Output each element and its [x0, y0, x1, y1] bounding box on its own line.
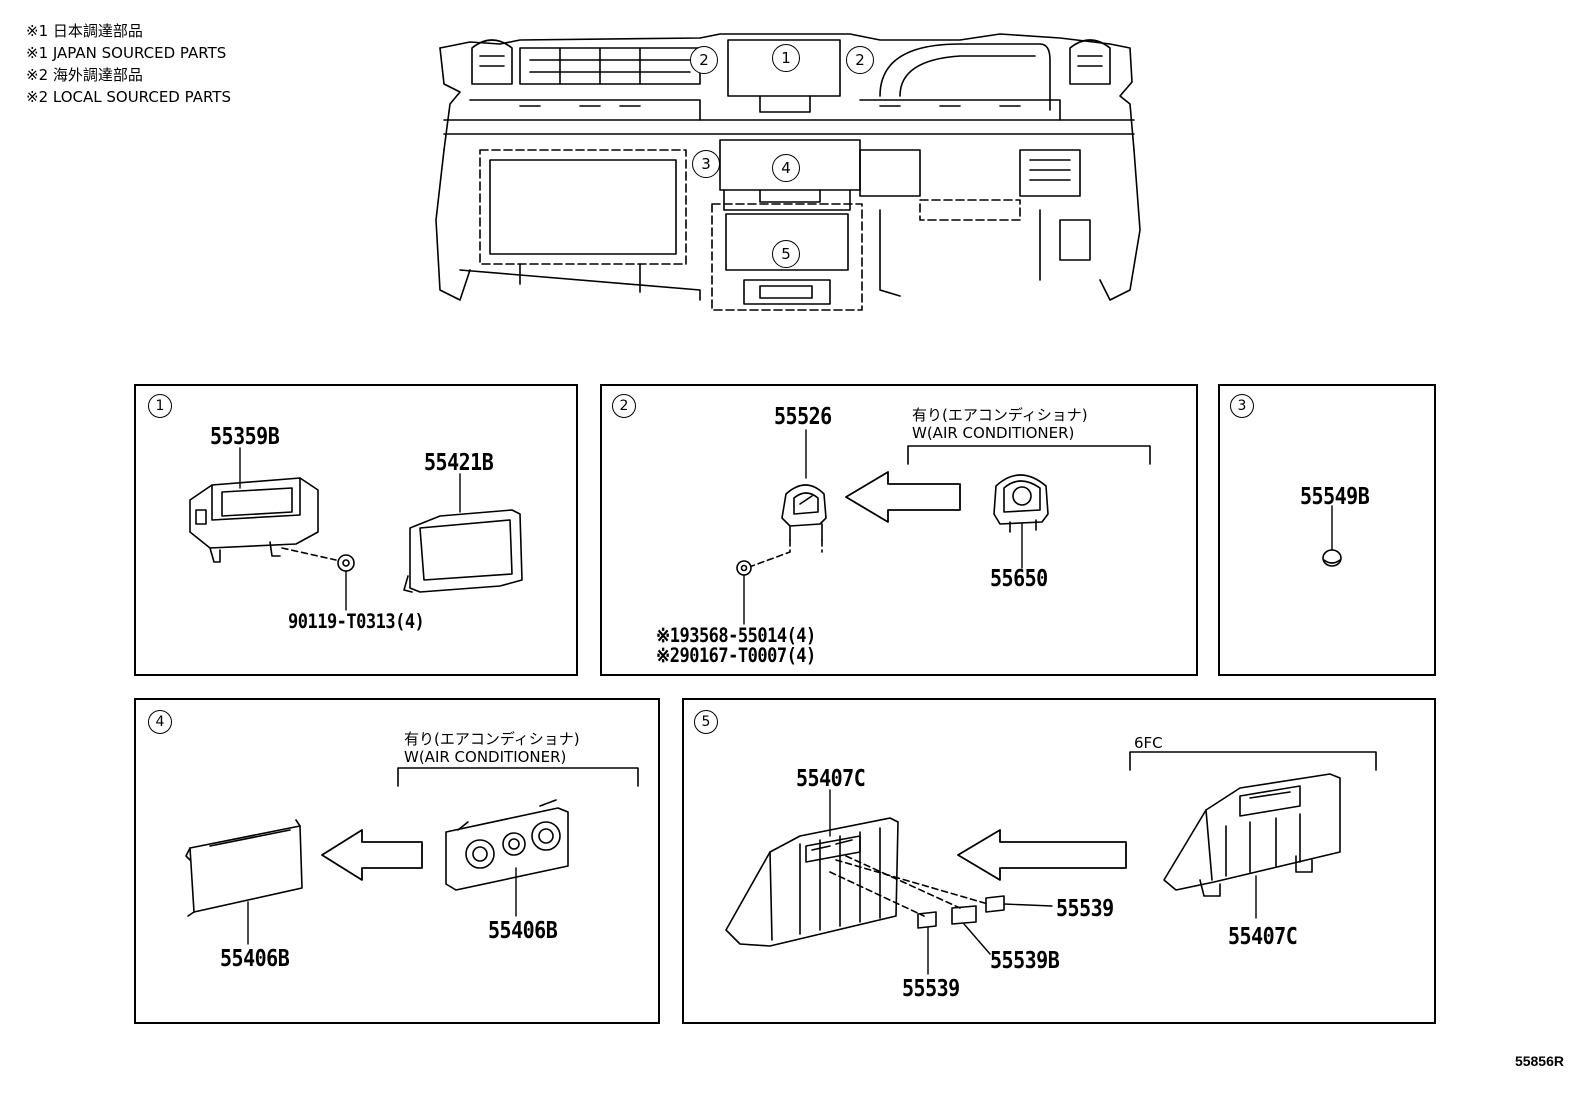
panel-2: 2 — [600, 384, 1198, 676]
part-label-55407c-left: 55407C — [796, 764, 866, 792]
part-label-55359b: 55359B — [210, 422, 280, 450]
part-label-55539-upper: 55539 — [1056, 894, 1114, 922]
overview-marker-1: 1 — [772, 44, 800, 72]
panel-5: 5 — [682, 698, 1436, 1024]
part-label-jp-clip: ※193568-55014(4) — [656, 624, 816, 648]
part-label-55526: 55526 — [774, 402, 832, 430]
part-label-local-clip: ※290167-T0007(4) — [656, 644, 816, 668]
overview-marker-4: 4 — [772, 154, 800, 182]
panel-3: 3 — [1218, 384, 1436, 676]
condition-note-en: W(AIR CONDITIONER) — [404, 748, 567, 766]
part-label-55650: 55650 — [990, 564, 1048, 592]
part-label-55406b-control: 55406B — [488, 916, 558, 944]
sourcing-legend: ※1 日本調達部品 ※1 JAPAN SOURCED PARTS ※2 海外調達… — [26, 20, 231, 108]
part-label-55407c-right: 55407C — [1228, 922, 1298, 950]
condition-note-en: W(AIR CONDITIONER) — [912, 424, 1075, 442]
part-label-55539-lower: 55539 — [902, 974, 960, 1002]
panel-1-drawing — [189, 447, 523, 611]
overview-marker-2-right: 2 — [846, 46, 874, 74]
part-label-55406b-blank: 55406B — [220, 944, 290, 972]
part-label-55549b: 55549B — [1300, 482, 1370, 510]
panel-3-number: 3 — [1230, 394, 1254, 418]
overview-marker-5: 5 — [772, 240, 800, 268]
panel-4: 4 — [134, 698, 660, 1024]
panel-4-drawing — [185, 767, 639, 945]
part-label-screw: 90119-T0313(4) — [288, 610, 425, 634]
legend-line-1: ※1 日本調達部品 — [26, 22, 143, 40]
panel-1: 1 — [134, 384, 578, 676]
panel-5-drawing — [725, 751, 1377, 975]
panel-2-number: 2 — [612, 394, 636, 418]
part-label-55421b: 55421B — [424, 448, 494, 476]
panel-1-number: 1 — [148, 394, 172, 418]
legend-line-2: ※1 JAPAN SOURCED PARTS — [26, 44, 227, 62]
part-label-55539b: 55539B — [990, 946, 1060, 974]
overview-marker-3: 3 — [692, 150, 720, 178]
panel-4-number: 4 — [148, 710, 172, 734]
panel-3-drawing — [1322, 505, 1342, 567]
overview-marker-2-left: 2 — [690, 46, 718, 74]
panel-5-number: 5 — [694, 710, 718, 734]
dashboard-overview-drawing — [435, 33, 1141, 311]
panel-2-drawing — [736, 429, 1151, 625]
condition-note-jp: 有り(エアコンディショナ) — [404, 730, 580, 748]
condition-note-jp: 有り(エアコンディショナ) — [912, 406, 1088, 424]
legend-line-4: ※2 LOCAL SOURCED PARTS — [26, 88, 231, 106]
diagram-reference-number: 55856R — [1514, 1053, 1564, 1069]
legend-line-3: ※2 海外調達部品 — [26, 66, 143, 84]
variant-note-6fc: 6FC — [1134, 734, 1163, 752]
